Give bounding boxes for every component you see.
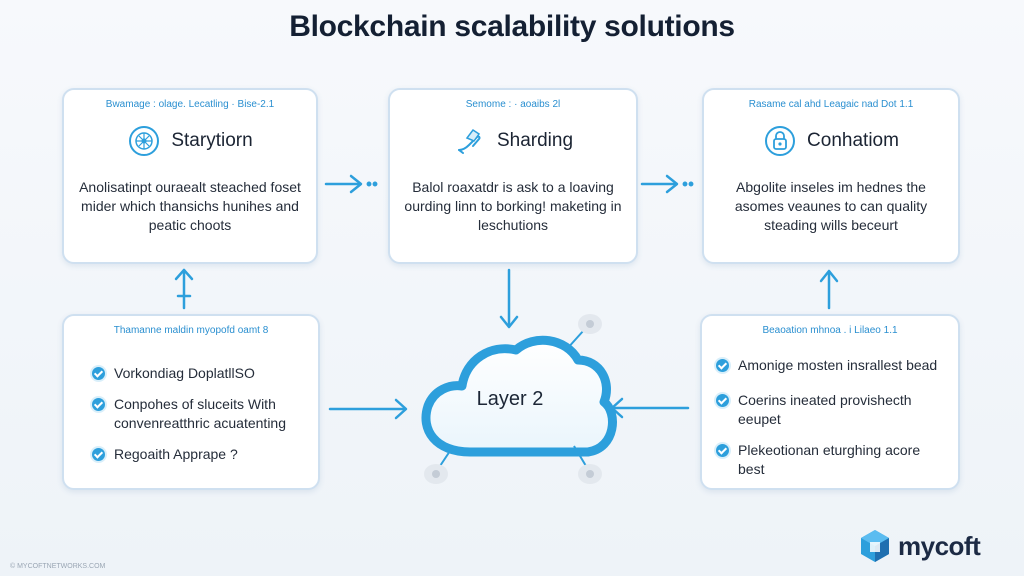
feature-list: Vorkondiag DoplatllSO Conpohes of slucei… [92, 364, 306, 464]
list-item: Coerins ineated provishecth eeupet [716, 391, 946, 429]
brand-logo: mycoft [858, 528, 981, 564]
card-header: Sharding [390, 124, 636, 158]
arrow-up-left [174, 268, 194, 310]
arrow-up-right [819, 269, 839, 310]
cloud-icon [421, 335, 617, 457]
logo-text: mycoft [898, 530, 981, 561]
arrow-left-bottom [610, 397, 690, 419]
card-tag: Bwamage : olage. Lecatling · Bise-2.1 [105, 99, 275, 110]
check-icon [716, 359, 729, 372]
layer-2-label: Layer 2 [476, 388, 544, 410]
check-icon [92, 448, 105, 461]
hexagon-logo-icon [861, 530, 889, 562]
list-item: Conpohes of sluceits With convenreatthri… [92, 395, 306, 433]
card-title: Conhatiom [807, 130, 899, 151]
card-header: Conhatiom [704, 124, 958, 158]
lock-shield-icon [765, 126, 796, 156]
list-item: Amonige mosten insrallest bead [716, 356, 946, 375]
list-item: Plekeotionan eturghing acore best [716, 441, 946, 479]
node-icons [424, 314, 602, 484]
feature-list: Amonige mosten insrallest bead Coerins i… [716, 356, 946, 479]
card-description: Anolisatinpt ouraealt steached foset mid… [79, 179, 301, 233]
card-tag: Semome : · aoaibs 2l [465, 99, 561, 110]
check-icon [716, 394, 729, 407]
card-top-middle: Semome : · aoaibs 2l Sharding Balol roax… [388, 88, 638, 264]
globe-circuit-icon [129, 126, 160, 156]
hand-shard-icon [457, 128, 481, 154]
card-tag: Thamanne maldin myopofd oamt 8 [113, 325, 269, 336]
list-item: Regoaith Apprape ? [92, 445, 306, 464]
card-top-right: Rasame cal ahd Leagaic nad Dot 1.1 Conha… [702, 88, 960, 264]
card-title: Sharding [496, 130, 574, 151]
card-bottom-right: Beaoation mhnoa . i Lilaeo 1.1 Amonige m… [700, 314, 960, 490]
card-bottom-left: Thamanne maldin myopofd oamt 8 Vorkondia… [62, 314, 320, 490]
card-header: Starytiorn [64, 124, 316, 158]
card-title: Starytiorn [171, 130, 253, 151]
arrow-right-2 [640, 174, 694, 194]
arrow-right-bottom [328, 398, 408, 420]
card-top-left: Bwamage : olage. Lecatling · Bise-2.1 St… [62, 88, 318, 264]
arrow-right-1 [324, 174, 378, 194]
watermark: © MYCOFTNETWORKS.COM [10, 563, 106, 570]
card-description: Abgolite inseles im hednes the asomes ve… [734, 179, 928, 233]
page-title: Blockchain scalability solutions [289, 10, 735, 43]
card-tag: Beaoation mhnoa . i Lilaeo 1.1 [762, 325, 898, 336]
arrow-down-middle [499, 268, 519, 329]
check-icon [92, 367, 105, 380]
card-description: Balol roaxatdr is ask to a loaving ourdi… [404, 179, 622, 233]
node-connectors [439, 329, 587, 467]
card-tag: Rasame cal ahd Leagaic nad Dot 1.1 [748, 99, 914, 110]
check-icon [716, 444, 729, 457]
list-item: Vorkondiag DoplatllSO [92, 364, 306, 383]
check-icon [92, 398, 105, 411]
